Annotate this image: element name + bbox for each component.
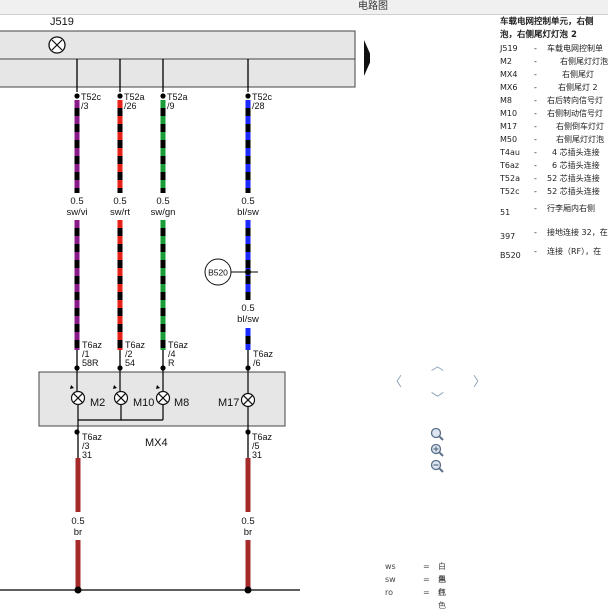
wire-4-bot-pin: /6	[253, 358, 261, 368]
wire-3-size: 0.5	[156, 196, 169, 207]
bulb-m2-label: M2	[90, 397, 105, 409]
wire-spec-labels: 0.5 sw/vi 0.5 sw/rt 0.5 sw/gn 0.5 bl/sw …	[66, 196, 259, 325]
bottom-connector-labels: T6az /1 58R T6az /2 54 T6az /4 R T6az /6	[82, 340, 274, 368]
wire-1-color: sw/vi	[66, 207, 87, 218]
wire-4-size-2: 0.5	[241, 303, 254, 314]
ground-connector-labels: T6az /3 31 T6az /5 31	[82, 432, 273, 460]
wire-1-top-pin: /3	[81, 101, 89, 111]
junction-label: B520	[208, 268, 228, 278]
ground-1-pin: /3	[82, 441, 90, 451]
wire-2-color: sw/rt	[110, 207, 130, 218]
top-connector-labels: T52c /3 T52a /26 T52a /9 T52c /28	[81, 92, 273, 111]
wire-4-color-2: bl/sw	[237, 314, 259, 325]
legend-panel: 车载电网控制单元，右侧 泡，右侧尾灯灯泡 2 J519-车载电网控制单 M2-右…	[500, 17, 608, 260]
continue-right-arrow-icon[interactable]	[364, 40, 370, 76]
bulb-m8-icon	[155, 390, 171, 406]
box-internal-arrows	[70, 385, 160, 389]
component-box-label: MX4	[145, 437, 168, 449]
bulb-m10-icon	[113, 390, 129, 406]
wire-1-bot-term: 58R	[82, 358, 99, 368]
pan-left-button[interactable]: 〈	[389, 375, 403, 390]
wire-2-bot-connector: T6az	[125, 340, 146, 350]
wire-4-top-pin: /28	[252, 101, 265, 111]
wire-4-top-connector: T52c	[252, 92, 273, 102]
wire-1-top-connector: T52c	[81, 92, 102, 102]
wire-3-bot-connector: T6az	[168, 340, 189, 350]
wire-3-top-connector: T52a	[167, 92, 188, 102]
wire-1-size: 0.5	[70, 196, 83, 207]
ground-2-color: br	[244, 527, 252, 538]
wire-4-bot-connector: T6az	[253, 349, 274, 359]
ground-1-term: 31	[82, 450, 92, 460]
legend-title-line1: 车载电网控制单元，右侧	[500, 17, 594, 27]
wire-4-size: 0.5	[241, 196, 254, 207]
pan-right-button[interactable]: 〉	[473, 375, 487, 390]
wire-2-top-connector: T52a	[124, 92, 145, 102]
ground-2-connector: T6az	[252, 432, 273, 442]
ground-wire-spec-labels: 0.5 br 0.5 br	[71, 516, 254, 538]
ground-1-color: br	[74, 527, 82, 538]
wire-3-bot-pin: /4	[168, 349, 176, 359]
bulb-icons	[70, 390, 256, 408]
wire-1-bot-pin: /1	[82, 349, 90, 359]
control-unit-symbol-icon	[48, 36, 66, 54]
wire-3-bot-term: R	[168, 358, 175, 368]
wire-3-color: sw/gn	[151, 207, 176, 218]
bulb-m10-label: M10	[133, 397, 154, 409]
ground-2-pin: /5	[252, 441, 260, 451]
bulb-m17-label: M17	[218, 397, 239, 409]
window-title-bar: 电路图	[0, 0, 608, 15]
junction-b520[interactable]: B520	[204, 258, 258, 286]
control-unit-base	[0, 58, 356, 88]
ground-2-term: 31	[252, 450, 262, 460]
circuit-diagram: J519	[0, 16, 370, 594]
wire-2-bot-term: 54	[125, 358, 135, 368]
ground-bus-dots	[74, 586, 252, 594]
wire-2-size: 0.5	[113, 196, 126, 207]
box-internal-wiring	[76, 372, 249, 432]
bulb-m17-icon	[240, 392, 256, 408]
wire-2-top-pin: /26	[124, 101, 137, 111]
ground-1-size: 0.5	[71, 516, 84, 527]
pan-up-button[interactable]: ︿	[431, 359, 445, 374]
zoom-reset-icon[interactable]	[430, 427, 444, 441]
connector-pin-dots	[74, 93, 251, 435]
control-unit-label: J519	[50, 16, 74, 28]
ground-2-size: 0.5	[241, 516, 254, 527]
bulb-labels: M2 M10 M8 M17	[90, 397, 239, 409]
wire-1-bot-connector: T6az	[82, 340, 103, 350]
wire-3-top-pin: /9	[167, 101, 175, 111]
zoom-out-icon[interactable]	[430, 459, 444, 473]
window-title: 电路图	[358, 1, 388, 12]
navigation-controls: ︿ 〈 〉 ﹀	[385, 355, 495, 485]
ground-1-connector: T6az	[82, 432, 103, 442]
wire-4-color: bl/sw	[237, 207, 259, 218]
zoom-in-icon[interactable]	[430, 443, 444, 457]
legend-title-line2: 泡，右侧尾灯灯泡 2	[500, 30, 577, 40]
bulb-m2-icon	[70, 390, 86, 406]
pan-down-button[interactable]: ﹀	[431, 392, 445, 407]
bulb-m8-label: M8	[174, 397, 189, 409]
wire-2-bot-pin: /2	[125, 349, 133, 359]
